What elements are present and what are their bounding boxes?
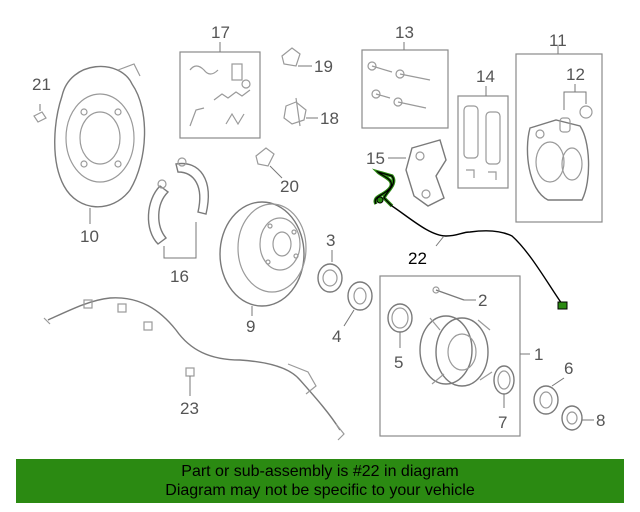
callout-5: 5	[394, 353, 403, 372]
parts-diagram: 21 10 17 19 18 20	[32, 23, 605, 441]
part-9-rotor[interactable]	[219, 201, 307, 316]
callout-7: 7	[498, 413, 507, 432]
part-10-backing-plate[interactable]	[54, 63, 146, 224]
info-banner: Part or sub-assembly is #22 in diagram D…	[16, 459, 624, 503]
part-15-caliper-bracket[interactable]	[388, 139, 447, 207]
part-2-stud[interactable]	[432, 286, 476, 301]
part-21-clip[interactable]	[33, 104, 47, 123]
callout-19: 19	[314, 57, 333, 76]
part-18-adjuster[interactable]	[283, 97, 318, 127]
callout-13: 13	[395, 23, 414, 42]
callout-11: 11	[549, 31, 567, 50]
part-4-bearing[interactable]	[343, 281, 373, 327]
callout-10: 10	[80, 227, 99, 246]
part-22-brake-hose[interactable]	[371, 168, 568, 310]
callout-6: 6	[564, 359, 573, 378]
callout-1: 1	[534, 345, 543, 364]
part-16-brake-shoes[interactable]	[147, 157, 209, 259]
part-11-caliper[interactable]	[515, 46, 603, 223]
part-1-hub[interactable]	[379, 275, 530, 437]
callout-2: 2	[478, 291, 487, 310]
part-17-hardware-kit[interactable]	[179, 42, 261, 139]
part-19-clip[interactable]	[281, 47, 312, 67]
callout-3: 3	[326, 231, 335, 250]
callout-20: 20	[280, 177, 299, 196]
part-5-seal[interactable]	[387, 303, 413, 348]
callout-15: 15	[366, 149, 385, 168]
part-12-bleeder[interactable]	[559, 84, 593, 133]
part-20-bracket[interactable]	[255, 147, 283, 179]
callout-18: 18	[320, 109, 339, 128]
callout-23: 23	[180, 399, 199, 418]
callout-22: 22	[408, 249, 427, 268]
callout-12: 12	[566, 65, 585, 84]
callout-8: 8	[596, 411, 605, 430]
part-8-seal[interactable]	[561, 405, 594, 431]
part-6-bearing[interactable]	[533, 377, 565, 415]
callout-14: 14	[476, 67, 495, 86]
part-7-ring[interactable]	[493, 365, 515, 408]
callout-9: 9	[246, 317, 255, 336]
banner-line-1: Part or sub-assembly is #22 in diagram	[181, 463, 459, 480]
part-3-seal[interactable]	[317, 250, 343, 293]
callout-16: 16	[170, 267, 189, 286]
part-13-caliper-bolts[interactable]	[361, 42, 449, 129]
part-14-brake-pads[interactable]	[457, 86, 509, 189]
banner-line-2: Diagram may not be specific to your vehi…	[165, 482, 475, 499]
callout-4: 4	[332, 327, 341, 346]
part-23-abs-sensor-wire[interactable]	[43, 297, 345, 441]
callout-17: 17	[211, 23, 230, 42]
callout-21: 21	[32, 75, 51, 94]
